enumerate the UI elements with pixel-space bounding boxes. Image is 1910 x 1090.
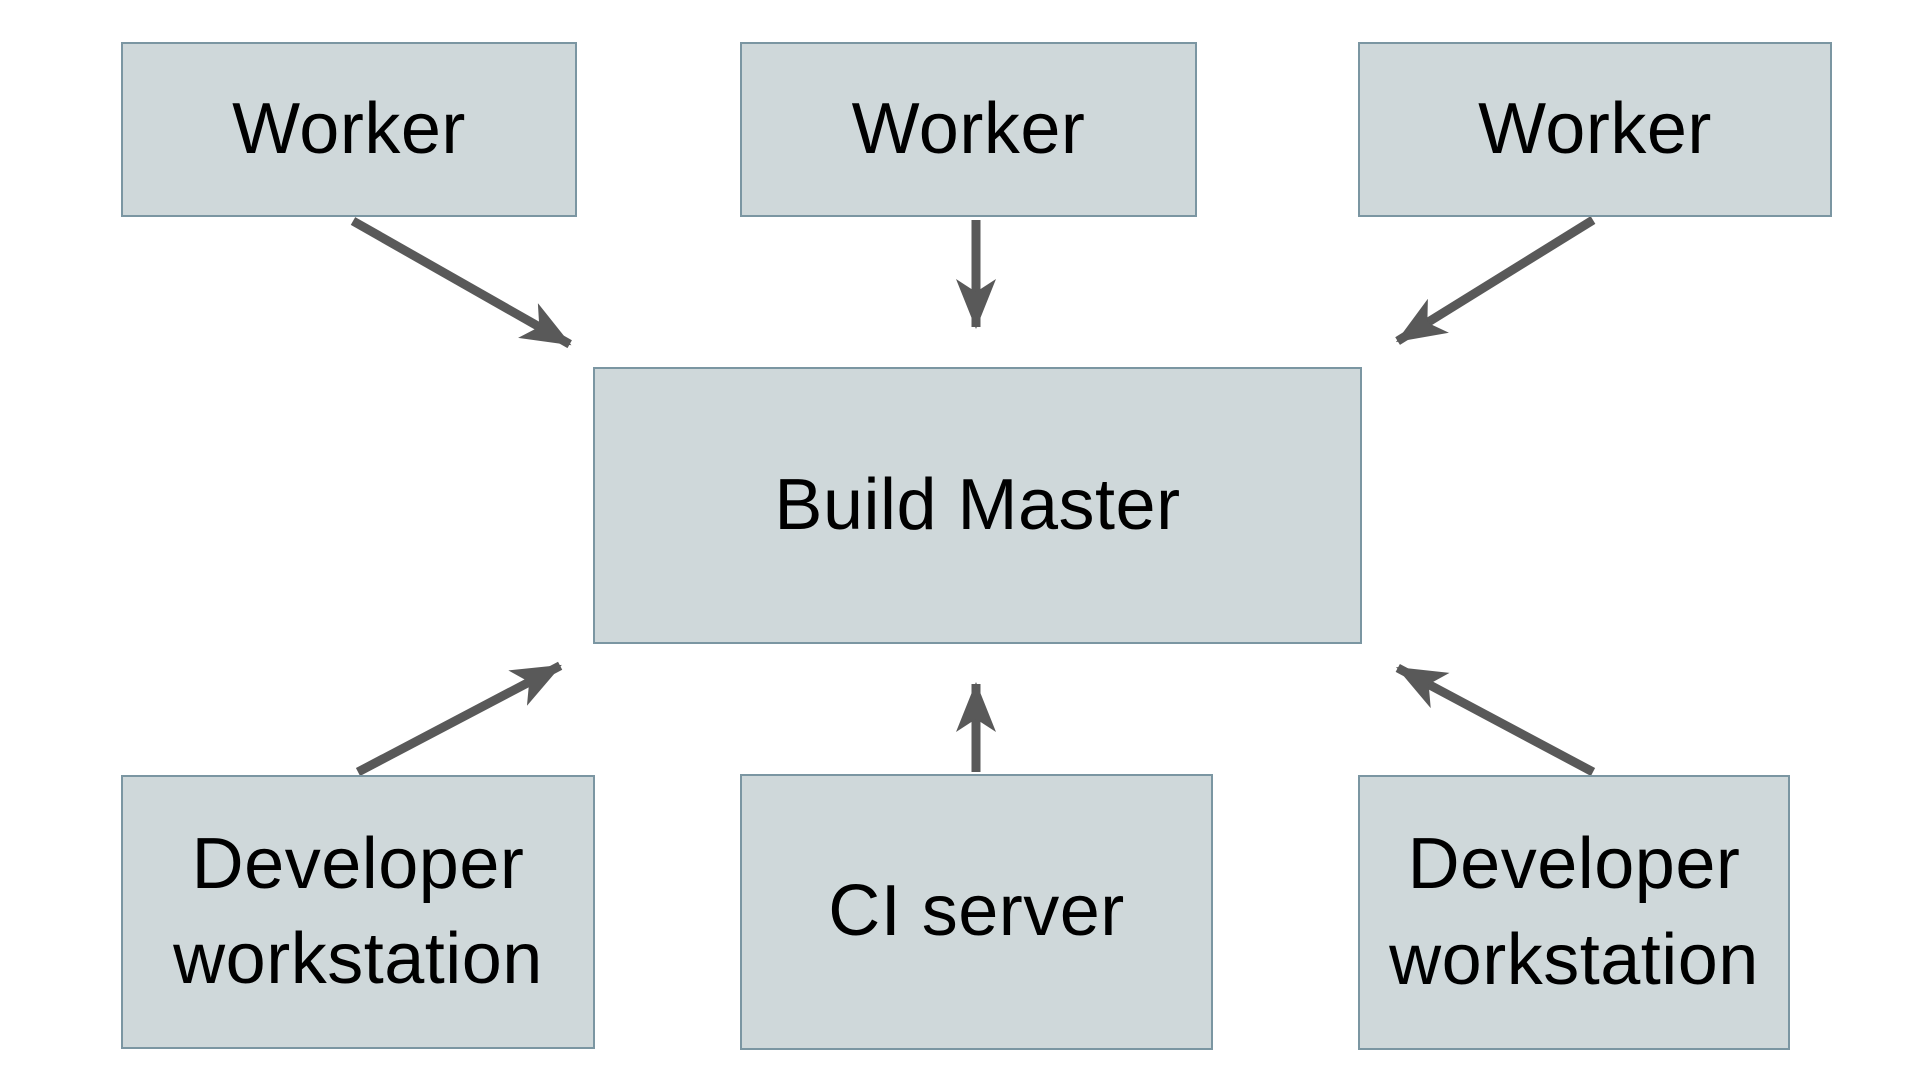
node-developer-workstation-right: Developer workstation	[1358, 775, 1790, 1050]
node-label-developer-workstation-right: Developer workstation	[1389, 824, 1759, 1000]
arrow-developer-workstation-right-to-build-master	[1395, 663, 1596, 776]
node-label-developer-workstation-left: Developer workstation	[173, 823, 543, 999]
node-label-build-master: Build Master	[774, 464, 1181, 545]
node-build-master: Build Master	[593, 367, 1362, 644]
node-worker-3: Worker	[1358, 42, 1832, 217]
arrow-worker-1-to-build-master	[350, 217, 572, 349]
node-label-worker-1: Worker	[232, 88, 466, 169]
node-label-ci-server: CI server	[828, 871, 1125, 952]
node-ci-server: CI server	[740, 774, 1213, 1050]
arrow-worker-3-to-build-master	[1395, 216, 1596, 345]
node-label-worker-3: Worker	[1478, 88, 1712, 169]
node-developer-workstation-left: Developer workstation	[121, 775, 595, 1049]
node-worker-1: Worker	[121, 42, 577, 217]
arrow-developer-workstation-left-to-build-master	[355, 661, 563, 776]
node-worker-2: Worker	[740, 42, 1197, 217]
node-label-worker-2: Worker	[851, 88, 1086, 169]
